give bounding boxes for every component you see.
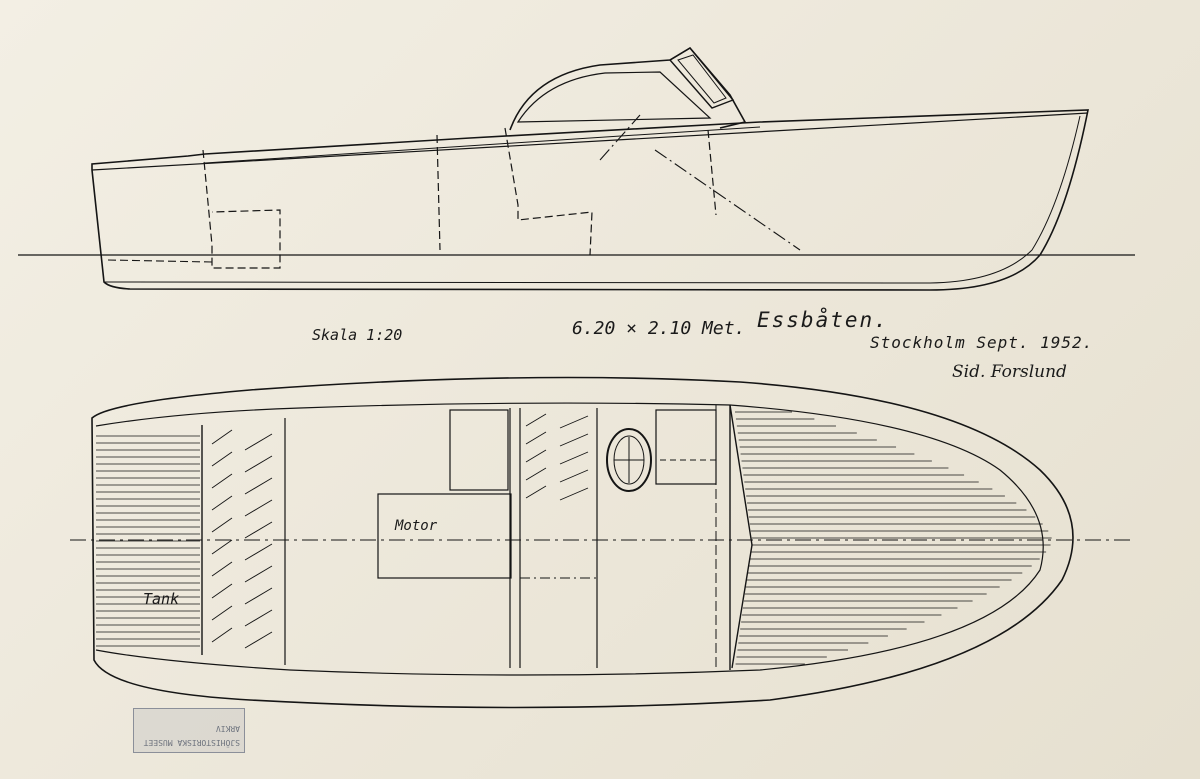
hatch-stroke bbox=[211, 605, 233, 621]
hatch-stroke bbox=[244, 477, 273, 495]
windshield bbox=[668, 47, 735, 109]
signature: Sid. Forslund bbox=[952, 362, 1067, 382]
hatch-stroke bbox=[559, 433, 589, 447]
hatch-stroke bbox=[211, 583, 233, 599]
fore-deck-planking bbox=[735, 411, 1052, 665]
hatch-stroke bbox=[244, 609, 273, 627]
front-seat-dashed bbox=[504, 127, 593, 256]
stamp-line-2: ARKIV bbox=[215, 724, 240, 733]
windshield-inner bbox=[677, 54, 727, 104]
hatch-stroke bbox=[244, 521, 273, 539]
deck-sheer-line bbox=[91, 112, 1089, 171]
cabin-front-dashed bbox=[707, 129, 717, 216]
hatch-stroke bbox=[559, 451, 589, 465]
rubbing-strake bbox=[204, 126, 761, 164]
hatch-stroke bbox=[244, 543, 273, 561]
side-profile bbox=[18, 46, 1135, 291]
hatch-stroke bbox=[211, 429, 233, 445]
boat-name-label: Essbåten. bbox=[757, 308, 889, 332]
stamp-line-1: SJÖHISTORISKA MUSEET bbox=[143, 738, 240, 747]
hatch-stroke bbox=[244, 499, 273, 517]
hatch-stroke bbox=[525, 467, 547, 481]
hatch-stroke bbox=[211, 539, 233, 555]
hatch-stroke bbox=[211, 627, 233, 643]
seat-left bbox=[449, 409, 509, 491]
hatch-stroke bbox=[244, 631, 273, 649]
deck-outline bbox=[91, 376, 1074, 709]
hatch-stroke bbox=[525, 485, 547, 499]
bulkhead-dashed bbox=[436, 134, 441, 251]
hatch-stroke bbox=[211, 495, 233, 511]
place-date-label: Stockholm Sept. 1952. bbox=[870, 333, 1094, 352]
hatch-stroke bbox=[244, 587, 273, 605]
hull-outline bbox=[91, 109, 1089, 291]
archive-stamp: SJÖHISTORISKA MUSEET ARKIV bbox=[133, 708, 245, 753]
hatch-stroke bbox=[211, 561, 233, 577]
hatch-stroke bbox=[559, 487, 589, 501]
hatch-marks bbox=[211, 413, 589, 649]
porthole bbox=[606, 428, 652, 492]
hatch-stroke bbox=[525, 413, 547, 427]
foredeck-edge bbox=[729, 404, 753, 669]
hatch-stroke bbox=[559, 415, 589, 429]
hatch-stroke bbox=[211, 451, 233, 467]
hatch-stroke bbox=[211, 473, 233, 489]
keel-dashed bbox=[107, 259, 213, 263]
hatch-stroke bbox=[244, 455, 273, 473]
plan-view bbox=[70, 376, 1135, 709]
hatch-stroke bbox=[244, 433, 273, 451]
seat-right bbox=[655, 409, 717, 485]
hatch-stroke bbox=[525, 449, 547, 463]
shaft-line bbox=[599, 114, 801, 251]
dimensions-label: 6.20 × 2.10 Met. bbox=[572, 318, 746, 339]
tank-label: Tank bbox=[143, 590, 180, 608]
coaming-outline bbox=[95, 402, 1044, 676]
motor-label: Motor bbox=[395, 518, 438, 534]
scale-label: Skala 1:20 bbox=[312, 326, 403, 344]
rear-seat-dashed bbox=[202, 149, 281, 269]
hatch-stroke bbox=[559, 469, 589, 483]
hull-inner-line bbox=[103, 115, 1081, 284]
hatch-stroke bbox=[211, 517, 233, 533]
aft-deck-planking bbox=[96, 435, 200, 647]
hatch-stroke bbox=[525, 431, 547, 445]
motor-box bbox=[377, 493, 512, 579]
cabin-window bbox=[516, 71, 712, 123]
hatch-stroke bbox=[244, 565, 273, 583]
